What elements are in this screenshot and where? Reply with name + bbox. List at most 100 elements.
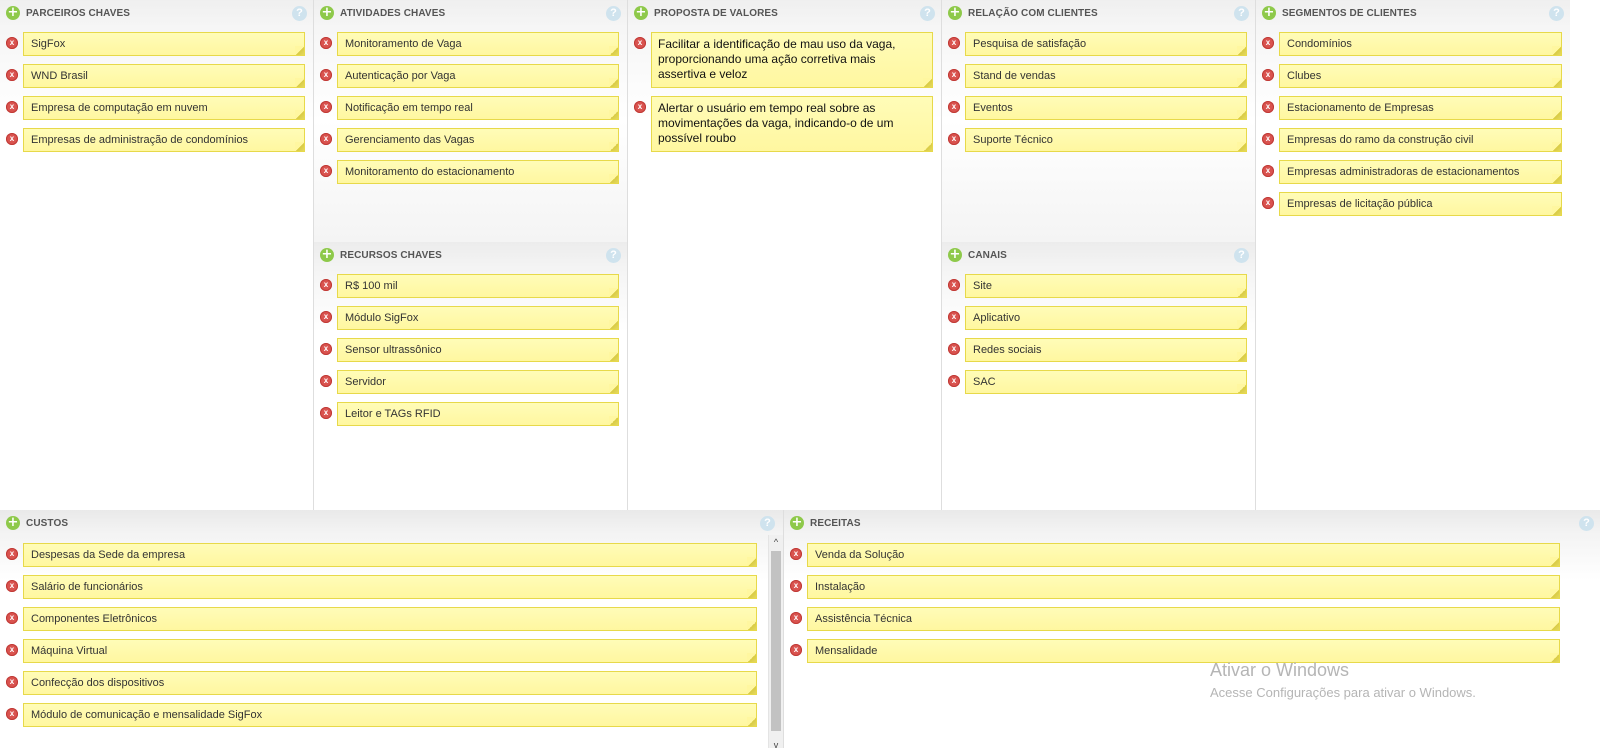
delete-icon[interactable]: x xyxy=(634,101,646,113)
delete-icon[interactable]: x xyxy=(6,101,18,113)
delete-icon[interactable]: x xyxy=(790,580,802,592)
help-icon[interactable]: ? xyxy=(1549,5,1564,21)
sticky-note[interactable]: Eventos xyxy=(965,96,1247,120)
delete-icon[interactable]: x xyxy=(320,311,332,323)
sticky-note[interactable]: Instalação xyxy=(807,575,1560,599)
delete-icon[interactable]: x xyxy=(320,343,332,355)
delete-icon[interactable]: x xyxy=(320,375,332,387)
sticky-note[interactable]: Módulo de comunicação e mensalidade SigF… xyxy=(23,703,757,727)
delete-icon[interactable]: x xyxy=(634,37,646,49)
sticky-note[interactable]: Condomínios xyxy=(1279,32,1562,56)
delete-icon[interactable]: x xyxy=(1262,197,1274,209)
delete-icon[interactable]: x xyxy=(948,375,960,387)
delete-icon[interactable]: x xyxy=(320,407,332,419)
help-icon[interactable]: ? xyxy=(920,5,935,21)
add-icon[interactable]: + xyxy=(634,5,648,20)
delete-icon[interactable]: x xyxy=(790,644,802,656)
delete-icon[interactable]: x xyxy=(320,133,332,145)
add-icon[interactable]: + xyxy=(6,5,20,20)
sticky-note[interactable]: Confecção dos dispositivos xyxy=(23,671,757,695)
sticky-note[interactable]: Leitor e TAGs RFID xyxy=(337,402,619,426)
sticky-note[interactable]: Sensor ultrassônico xyxy=(337,338,619,362)
sticky-note[interactable]: Autenticação por Vaga xyxy=(337,64,619,88)
sticky-note[interactable]: Alertar o usuário em tempo real sobre as… xyxy=(651,96,933,152)
help-icon[interactable]: ? xyxy=(1234,247,1249,263)
sticky-note[interactable]: Componentes Eletrônicos xyxy=(23,607,757,631)
sticky-note[interactable]: Pesquisa de satisfação xyxy=(965,32,1247,56)
add-icon[interactable]: + xyxy=(1262,5,1276,20)
help-icon[interactable]: ? xyxy=(760,515,775,531)
sticky-note[interactable]: Gerenciamento das Vagas xyxy=(337,128,619,152)
delete-icon[interactable]: x xyxy=(320,69,332,81)
sticky-note[interactable]: Empresas administradoras de estacionamen… xyxy=(1279,160,1562,184)
add-icon[interactable]: + xyxy=(320,247,334,262)
delete-icon[interactable]: x xyxy=(948,311,960,323)
sticky-note[interactable]: Empresas de licitação pública xyxy=(1279,192,1562,216)
delete-icon[interactable]: x xyxy=(6,37,18,49)
add-icon[interactable]: + xyxy=(790,515,804,530)
delete-icon[interactable]: x xyxy=(320,37,332,49)
delete-icon[interactable]: x xyxy=(6,676,18,688)
help-icon[interactable]: ? xyxy=(606,5,621,21)
help-icon[interactable]: ? xyxy=(292,5,307,21)
custos-scrollbar[interactable]: ^ v xyxy=(768,535,783,748)
delete-icon[interactable]: x xyxy=(948,69,960,81)
delete-icon[interactable]: x xyxy=(1262,37,1274,49)
delete-icon[interactable]: x xyxy=(948,279,960,291)
add-icon[interactable]: + xyxy=(948,5,962,20)
sticky-note[interactable]: Clubes xyxy=(1279,64,1562,88)
delete-icon[interactable]: x xyxy=(320,165,332,177)
delete-icon[interactable]: x xyxy=(6,548,18,560)
delete-icon[interactable]: x xyxy=(6,580,18,592)
add-icon[interactable]: + xyxy=(320,5,334,20)
delete-icon[interactable]: x xyxy=(790,612,802,624)
sticky-note[interactable]: Site xyxy=(965,274,1247,298)
add-icon[interactable]: + xyxy=(6,515,20,530)
help-icon[interactable]: ? xyxy=(606,247,621,263)
sticky-note[interactable]: Assistência Técnica xyxy=(807,607,1560,631)
delete-icon[interactable]: x xyxy=(1262,165,1274,177)
scroll-down-icon[interactable]: v xyxy=(773,740,779,748)
sticky-note[interactable]: Facilitar a identificação de mau uso da … xyxy=(651,32,933,88)
delete-icon[interactable]: x xyxy=(6,133,18,145)
sticky-note[interactable]: Máquina Virtual xyxy=(23,639,757,663)
help-icon[interactable]: ? xyxy=(1234,5,1249,21)
sticky-note[interactable]: Notificação em tempo real xyxy=(337,96,619,120)
sticky-note[interactable]: Empresas do ramo da construção civil xyxy=(1279,128,1562,152)
delete-icon[interactable]: x xyxy=(6,69,18,81)
sticky-note[interactable]: Suporte Técnico xyxy=(965,128,1247,152)
delete-icon[interactable]: x xyxy=(790,548,802,560)
sticky-note[interactable]: Servidor xyxy=(337,370,619,394)
sticky-note[interactable]: Mensalidade xyxy=(807,639,1560,663)
delete-icon[interactable]: x xyxy=(948,37,960,49)
sticky-note[interactable]: Módulo SigFox xyxy=(337,306,619,330)
delete-icon[interactable]: x xyxy=(948,133,960,145)
sticky-note[interactable]: Monitoramento do estacionamento xyxy=(337,160,619,184)
sticky-note[interactable]: Venda da Solução xyxy=(807,543,1560,567)
sticky-note[interactable]: Redes sociais xyxy=(965,338,1247,362)
sticky-note[interactable]: R$ 100 mil xyxy=(337,274,619,298)
sticky-note[interactable]: Empresas de administração de condomínios xyxy=(23,128,305,152)
delete-icon[interactable]: x xyxy=(1262,133,1274,145)
delete-icon[interactable]: x xyxy=(948,343,960,355)
delete-icon[interactable]: x xyxy=(6,612,18,624)
delete-icon[interactable]: x xyxy=(6,708,18,720)
delete-icon[interactable]: x xyxy=(1262,101,1274,113)
sticky-note[interactable]: Stand de vendas xyxy=(965,64,1247,88)
sticky-note[interactable]: WND Brasil xyxy=(23,64,305,88)
delete-icon[interactable]: x xyxy=(948,101,960,113)
sticky-note[interactable]: Empresa de computação em nuvem xyxy=(23,96,305,120)
sticky-note[interactable]: SigFox xyxy=(23,32,305,56)
delete-icon[interactable]: x xyxy=(1262,69,1274,81)
delete-icon[interactable]: x xyxy=(320,101,332,113)
help-icon[interactable]: ? xyxy=(1579,515,1594,531)
sticky-note[interactable]: Monitoramento de Vaga xyxy=(337,32,619,56)
scroll-thumb[interactable] xyxy=(771,551,781,731)
scroll-up-icon[interactable]: ^ xyxy=(773,537,779,547)
add-icon[interactable]: + xyxy=(948,247,962,262)
sticky-note[interactable]: Salário de funcionários xyxy=(23,575,757,599)
sticky-note[interactable]: Despesas da Sede da empresa xyxy=(23,543,757,567)
sticky-note[interactable]: Estacionamento de Empresas xyxy=(1279,96,1562,120)
sticky-note[interactable]: Aplicativo xyxy=(965,306,1247,330)
sticky-note[interactable]: SAC xyxy=(965,370,1247,394)
